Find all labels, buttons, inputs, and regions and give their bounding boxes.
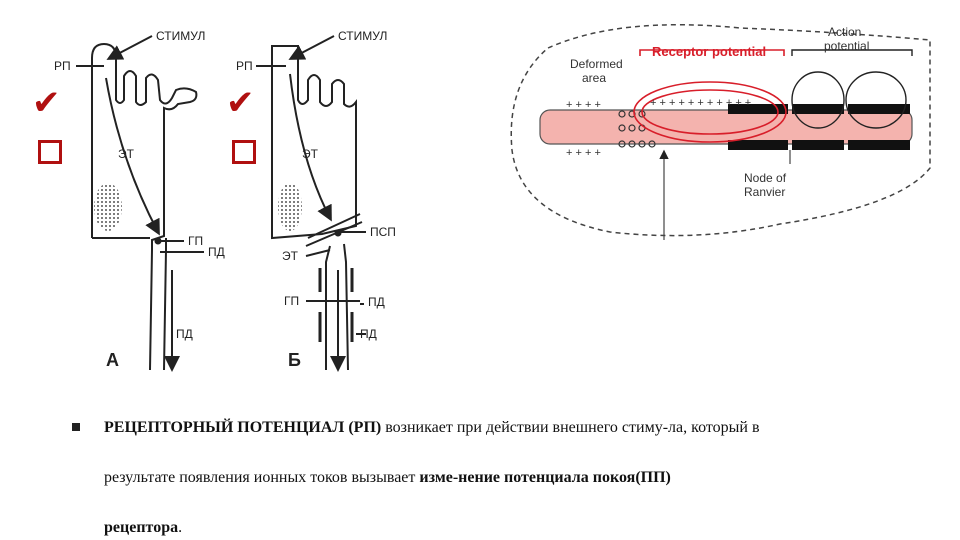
- check-icon-2: ✔: [226, 83, 255, 123]
- receptor-figure: РП СТИМУЛ ЭТ ГП ПД ПД А РП СТИМУЛ: [32, 23, 931, 372]
- line3-bold: рецептора: [104, 519, 179, 536]
- current-arrow-a: [105, 77, 160, 236]
- myelin-2: [792, 104, 844, 114]
- label-pd-b: ПД: [368, 295, 385, 309]
- label-receptor-potential: Receptor potential: [652, 44, 766, 59]
- line2-plain: результате появления ионных токов вызыва…: [104, 469, 420, 486]
- stimul-arrow-a: [106, 35, 153, 60]
- nucleus-b: [278, 183, 302, 231]
- stimul-arrow-b: [288, 35, 335, 60]
- label-action-1: Action: [828, 25, 861, 39]
- figure-svg: РП СТИМУЛ ЭТ ГП ПД ПД А РП СТИМУЛ: [54, 23, 931, 372]
- text-line-3: рецептора.: [104, 519, 182, 537]
- line3-rest: .: [178, 519, 183, 536]
- label-action-2: potential: [824, 39, 869, 53]
- label-pd-axon-b: ПД: [360, 327, 377, 341]
- label-et-a: ЭТ: [118, 147, 135, 161]
- diagram-c-labels: Action potential Receptor potential Defo…: [566, 25, 869, 199]
- label-pd-axon-a: ПД: [176, 327, 193, 341]
- diagram-a: [76, 35, 204, 372]
- myelin-3: [848, 104, 910, 114]
- label-et2-b: ЭТ: [282, 249, 299, 263]
- plus-bottom: + + + +: [566, 147, 601, 159]
- dashed-boundary: [510, 23, 931, 237]
- label-deformed-2: area: [582, 71, 606, 85]
- label-gp-a: ГП: [188, 234, 203, 248]
- text-line-1: РЕЦЕПТОРНЫЙ ПОТЕНЦИАЛ (РП) возникает при…: [104, 419, 760, 437]
- plus-mid: + + + + + + + + + + +: [650, 97, 751, 109]
- checkbox-icon-1: [38, 140, 62, 164]
- label-pd-a: ПД: [208, 245, 225, 259]
- diagram-b-labels: РП СТИМУЛ ЭТ ПСП ЭТ ГП ПД ПД Б: [236, 29, 396, 370]
- receptor-current-loops: [633, 49, 787, 143]
- current-arrow-b: [289, 73, 332, 222]
- label-et-b: ЭТ: [302, 147, 319, 161]
- line1-rest: возникает при действии внешнего стиму-ла…: [381, 419, 760, 436]
- check-icon-1: ✔: [32, 83, 61, 123]
- myelin-1: [728, 104, 788, 114]
- line2-bold: изме-нение потенциала покоя(ПП): [419, 469, 671, 486]
- action-current-loops: [791, 49, 913, 129]
- label-gp-b: ГП: [284, 294, 299, 308]
- label-node-2: Ranvier: [744, 185, 785, 199]
- receptor-cell-b: [271, 45, 357, 240]
- label-stimul-b: СТИМУЛ: [338, 29, 387, 43]
- diagram-a-labels: РП СТИМУЛ ЭТ ГП ПД ПД А: [54, 29, 225, 370]
- text-line-2: результате появления ионных токов вызыва…: [104, 469, 671, 487]
- label-deformed-1: Deformed: [570, 57, 623, 71]
- label-stimul-a: СТИМУЛ: [156, 29, 205, 43]
- label-psp-b: ПСП: [370, 225, 396, 239]
- bullet-icon: [72, 423, 80, 431]
- checkbox-icon-2: [232, 140, 256, 164]
- nucleus-a: [94, 183, 122, 231]
- label-rp-a: РП: [54, 59, 71, 73]
- label-rp-b: РП: [236, 59, 253, 73]
- plus-top: + + + +: [566, 99, 601, 111]
- panel-label-b: Б: [288, 350, 301, 370]
- diagram-b: [256, 35, 366, 372]
- label-node-1: Node of: [744, 171, 787, 185]
- diagram-c: [510, 23, 931, 240]
- term-receptor-potential: РЕЦЕПТОРНЫЙ ПОТЕНЦИАЛ (РП): [104, 419, 382, 436]
- axon-body: [539, 109, 913, 145]
- panel-label-a: А: [106, 350, 119, 370]
